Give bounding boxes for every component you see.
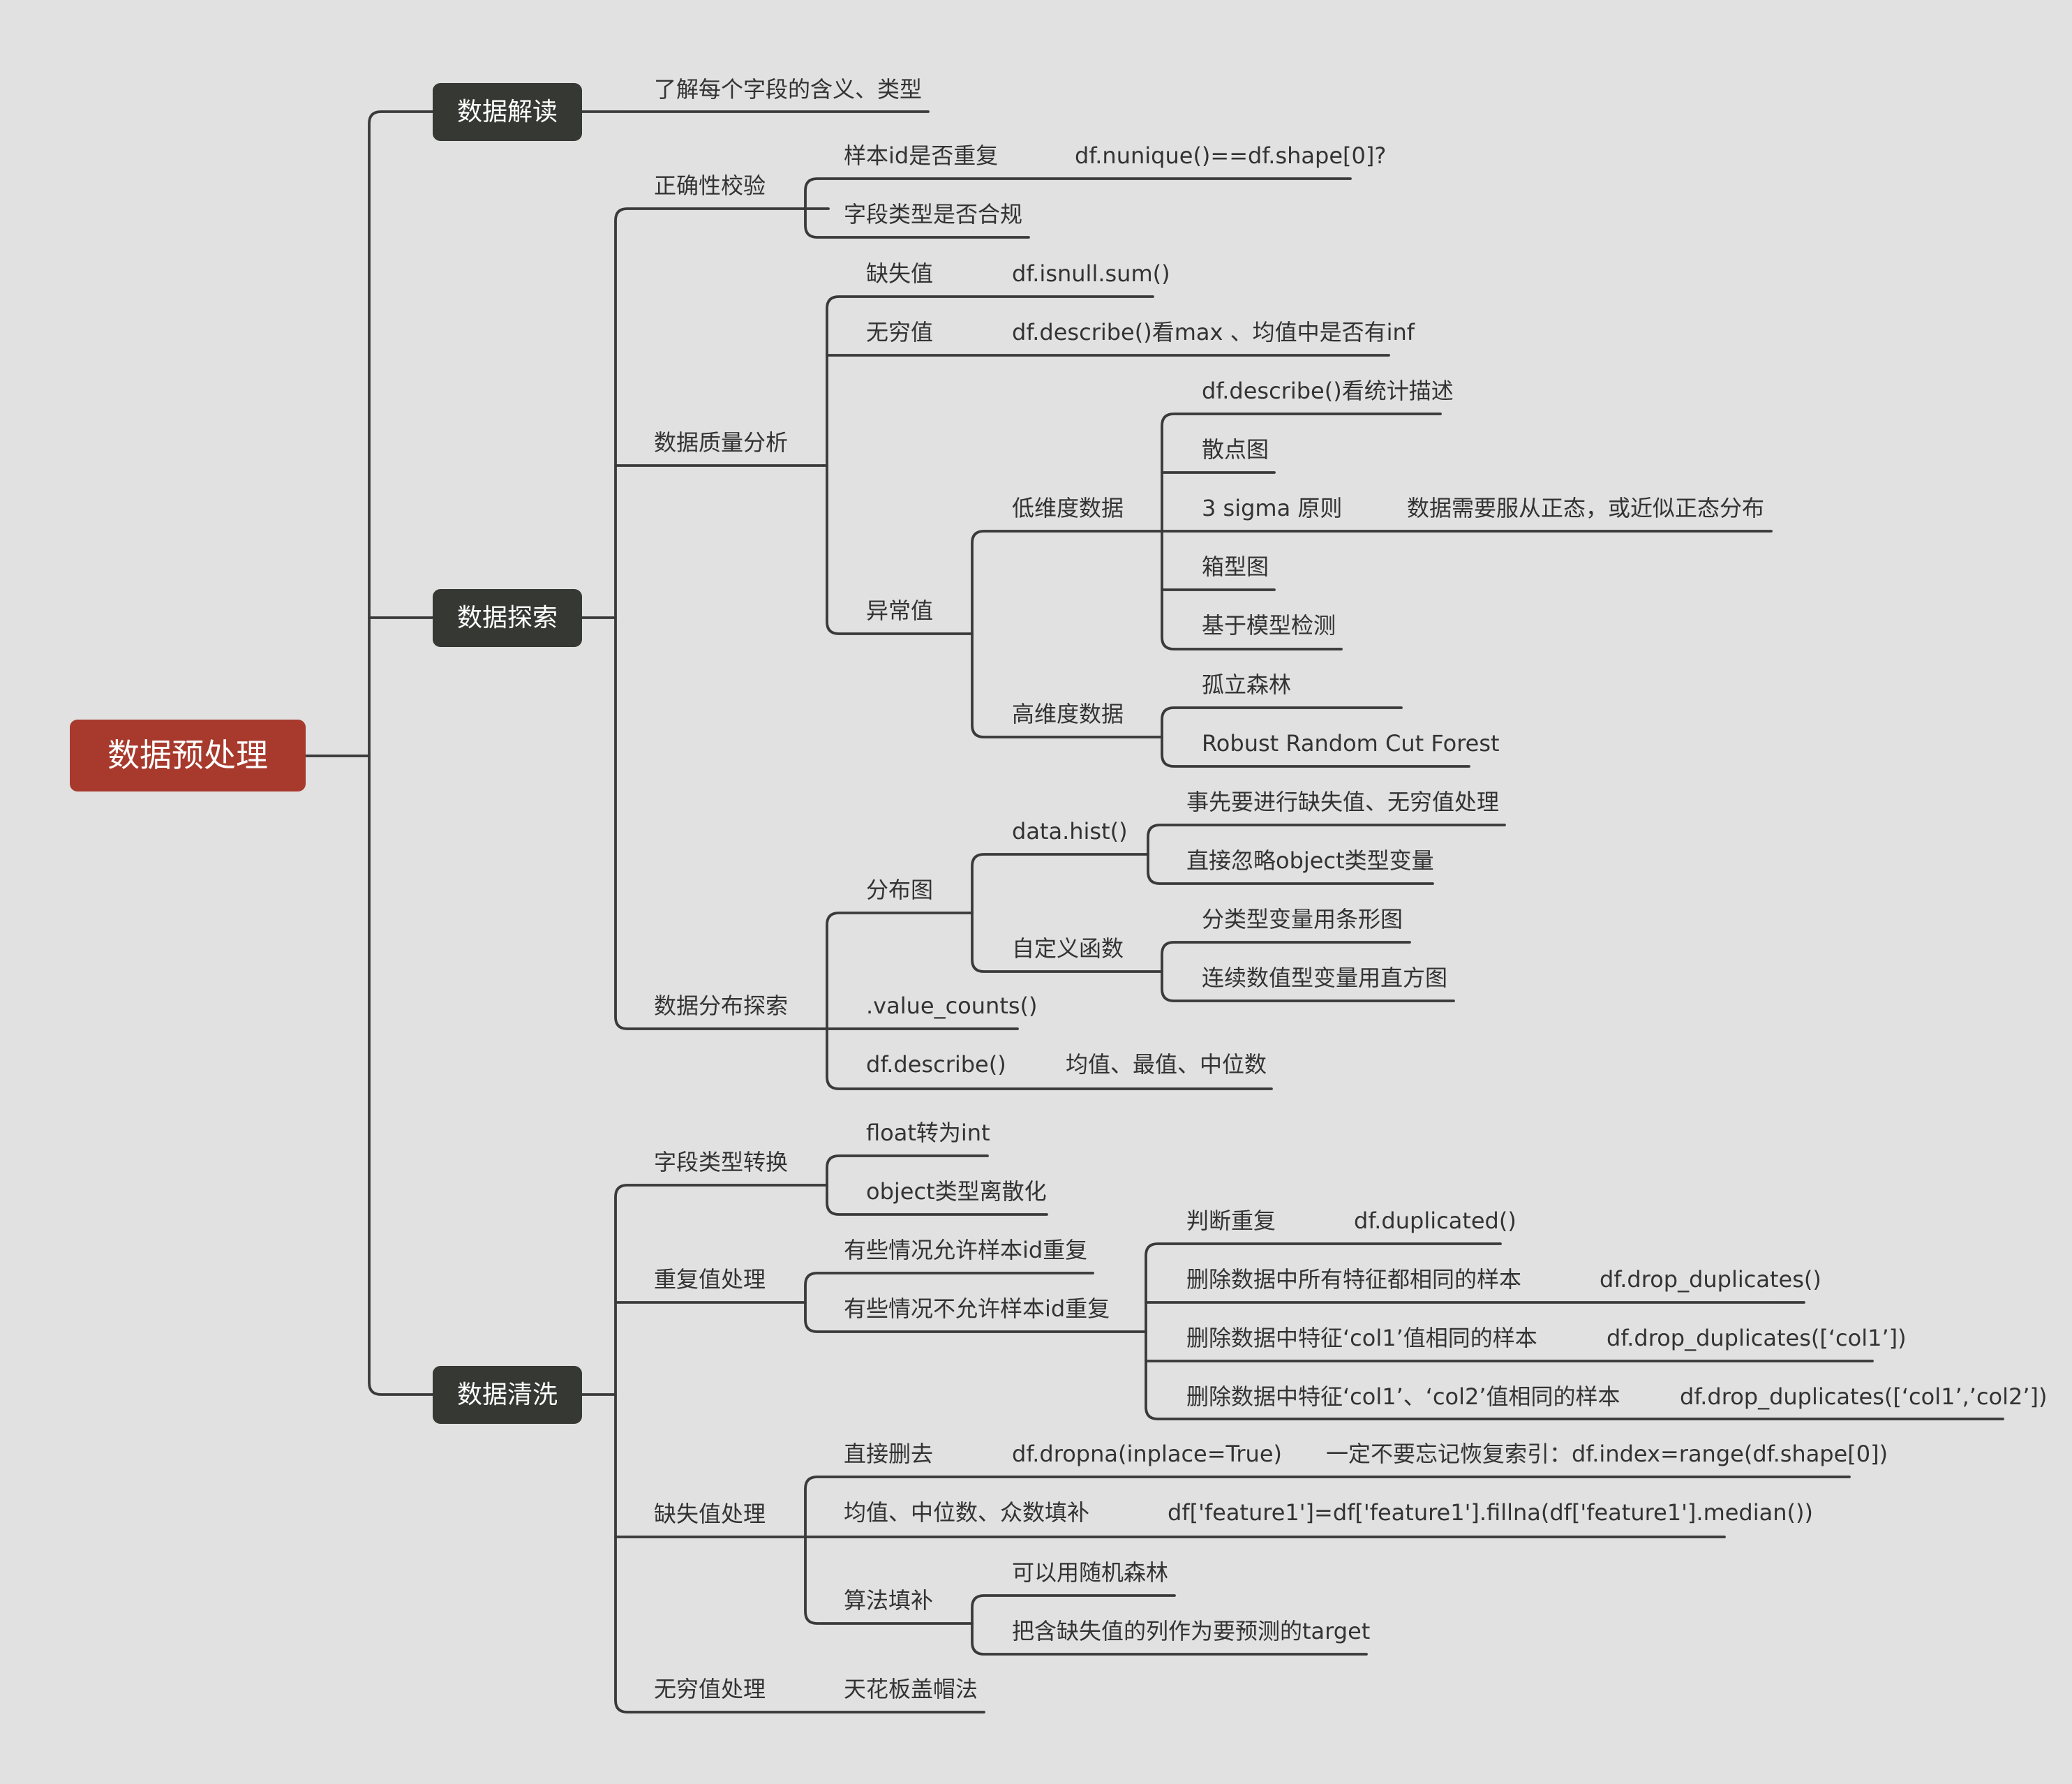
node-custom-function[interactable]: 自定义函数 (1012, 935, 1124, 962)
node-field-type-check[interactable]: 字段类型是否合规 (844, 201, 1023, 228)
node-3-sigma[interactable]: 3 sigma 原则 (1202, 495, 1343, 521)
node-allow-duplicate-id[interactable]: 有些情况允许样本id重复 (844, 1237, 1088, 1263)
node-model-detection[interactable]: 基于模型检测 (1202, 612, 1336, 639)
node-describe[interactable]: df.describe() (866, 1051, 1006, 1078)
node-rrcf[interactable]: Robust Random Cut Forest (1202, 730, 1500, 757)
node-describe-stats[interactable]: df.describe()看统计描述 (1202, 378, 1454, 404)
node-delete-col12-same-code[interactable]: df.drop_duplicates([‘col1’,’col2’]) (1680, 1383, 2048, 1410)
node-data-interpretation[interactable]: 数据解读 (433, 83, 582, 141)
node-object-discretize[interactable]: object类型离散化 (866, 1178, 1047, 1205)
node-delete-all-same[interactable]: 删除数据中所有特征都相同的样本 (1186, 1266, 1522, 1293)
node-duplicate-id[interactable]: 样本id是否重复 (844, 142, 999, 169)
node-histogram-continuous[interactable]: 连续数值型变量用直方图 (1202, 965, 1448, 991)
node-correctness-check[interactable]: 正确性校验 (654, 172, 766, 199)
node-delete-all-same-code[interactable]: df.drop_duplicates() (1600, 1266, 1821, 1293)
node-low-dimension[interactable]: 低维度数据 (1012, 495, 1124, 521)
node-algorithm-fill[interactable]: 算法填补 (844, 1587, 934, 1614)
node-value-counts[interactable]: .value_counts() (866, 993, 1038, 1019)
node-distribution-explore[interactable]: 数据分布探索 (654, 993, 789, 1019)
node-outlier[interactable]: 异常值 (866, 597, 934, 624)
node-type-convert[interactable]: 字段类型转换 (654, 1149, 789, 1175)
node-delete-col12-same[interactable]: 删除数据中特征‘col1’、‘col2’值相同的样本 (1186, 1383, 1620, 1410)
node-stat-fill[interactable]: 均值、中位数、众数填补 (844, 1499, 1090, 1526)
root-node[interactable]: 数据预处理 (70, 720, 306, 791)
node-disallow-duplicate-id[interactable]: 有些情况不允许样本id重复 (844, 1295, 1110, 1322)
node-describe-note[interactable]: 均值、最值、中位数 (1066, 1051, 1267, 1078)
node-infinite-handling[interactable]: 无穷值处理 (654, 1676, 766, 1702)
node-data-hist[interactable]: data.hist() (1012, 818, 1128, 845)
node-boxplot[interactable]: 箱型图 (1202, 553, 1269, 580)
node-data-exploration[interactable]: 数据探索 (433, 589, 582, 647)
node-distribution-plot[interactable]: 分布图 (866, 877, 934, 903)
node-hist-preprocess[interactable]: 事先要进行缺失值、无穷值处理 (1186, 789, 1500, 815)
node-random-forest[interactable]: 可以用随机森林 (1012, 1559, 1169, 1586)
node-dropna-code[interactable]: df.dropna(inplace=True) (1012, 1441, 1282, 1467)
node-reset-index-note[interactable]: 一定不要忘记恢复索引：df.index=range(df.shape[0]) (1326, 1441, 1888, 1467)
node-quality-analysis[interactable]: 数据质量分析 (654, 429, 789, 456)
node-infinite-value-code[interactable]: df.describe()看max 、均值中是否有inf (1012, 319, 1415, 345)
node-missing-value[interactable]: 缺失值 (866, 260, 934, 287)
node-isolation-forest[interactable]: 孤立森林 (1202, 671, 1292, 698)
node-missing-handling[interactable]: 缺失值处理 (654, 1501, 766, 1527)
node-hist-ignore-object[interactable]: 直接忽略object类型变量 (1186, 847, 1434, 874)
node-duplicate-handling[interactable]: 重复值处理 (654, 1266, 766, 1293)
node-judge-duplicate-code[interactable]: df.duplicated() (1354, 1207, 1516, 1234)
node-infinite-value[interactable]: 无穷值 (866, 319, 934, 345)
node-data-cleaning[interactable]: 数据清洗 (433, 1366, 582, 1424)
node-field-meaning[interactable]: 了解每个字段的含义、类型 (654, 76, 923, 103)
node-missing-value-code[interactable]: df.isnull.sum() (1012, 260, 1170, 287)
node-high-dimension[interactable]: 高维度数据 (1012, 701, 1124, 727)
node-bar-chart-categorical[interactable]: 分类型变量用条形图 (1202, 906, 1403, 932)
node-cap-method[interactable]: 天花板盖帽法 (844, 1676, 978, 1702)
node-judge-duplicate[interactable]: 判断重复 (1186, 1207, 1276, 1234)
node-drop-directly[interactable]: 直接删去 (844, 1441, 934, 1467)
node-3-sigma-note[interactable]: 数据需要服从正态，或近似正态分布 (1407, 495, 1765, 521)
node-predict-target[interactable]: 把含缺失值的列作为要预测的target (1012, 1618, 1371, 1644)
node-duplicate-id-code[interactable]: df.nunique()==df.shape[0]? (1075, 142, 1387, 169)
node-delete-col1-same[interactable]: 删除数据中特征‘col1’值相同的样本 (1186, 1325, 1537, 1351)
node-scatter-plot[interactable]: 散点图 (1202, 436, 1269, 463)
node-fillna-code[interactable]: df['feature1']=df['feature1'].fillna(df[… (1168, 1499, 1813, 1526)
node-delete-col1-same-code[interactable]: df.drop_duplicates([‘col1’]) (1607, 1325, 1907, 1351)
node-float-to-int[interactable]: float转为int (866, 1120, 990, 1146)
